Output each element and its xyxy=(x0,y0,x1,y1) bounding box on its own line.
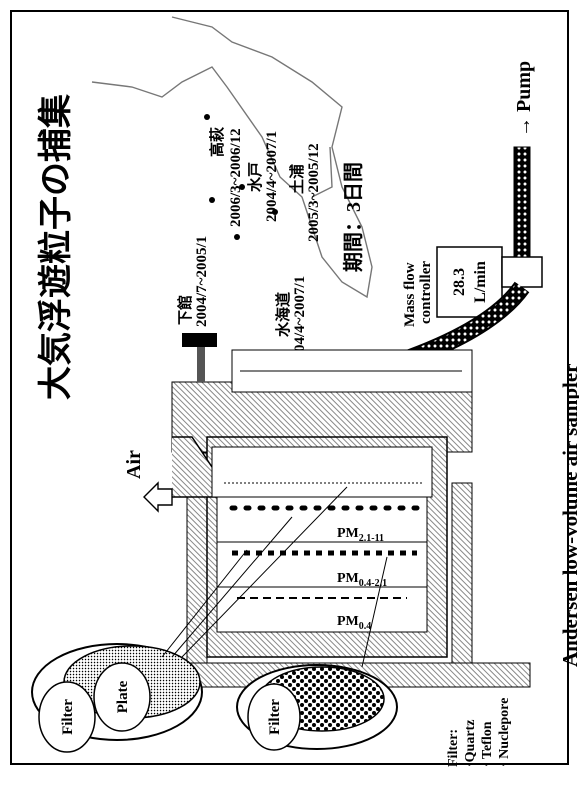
site-name: 高萩 xyxy=(208,127,226,157)
air-arrow-icon xyxy=(143,481,173,513)
site-tsuchiura: 土浦 2005/3~2005/12 xyxy=(288,143,322,242)
flow-unit: L/min xyxy=(472,261,489,303)
stage-body xyxy=(216,541,428,588)
site-marker-mito xyxy=(239,184,245,190)
stage-label: PM2.1-11 xyxy=(337,526,384,544)
filter-heading: Filter: xyxy=(446,729,461,767)
site-period: 2006/3~2006/12 xyxy=(228,128,244,227)
stage-label: PM0.4-2.1 xyxy=(337,571,387,589)
air-sampler-diagram: 大気浮遊粒子の捕集 高萩 2006/3~2006/12 水戸 2004/4~20… xyxy=(31,16,579,767)
stage-4: PM0.4 xyxy=(216,586,428,633)
stage-body xyxy=(211,446,433,498)
site-marker-mitsukaido xyxy=(234,234,240,240)
filter-label: Filter xyxy=(267,699,283,735)
pump-label: → Pump xyxy=(513,61,535,137)
flow-label-line1: Mass flow xyxy=(402,262,418,327)
site-name: 土浦 xyxy=(288,164,306,194)
flow-connector xyxy=(501,256,543,288)
site-shimodate: 下館 2004/7~2005/1 xyxy=(176,236,210,327)
site-takahagi: 高萩 2006/3~2006/12 xyxy=(208,127,244,227)
sampler-label: Andersen low-volume air sampler xyxy=(558,363,579,667)
filter-type-list: Filter: ·Quartz · Teflon · Nuclepore xyxy=(446,698,512,767)
site-name: 下館 xyxy=(176,295,194,325)
rotameter-stem xyxy=(197,347,205,382)
plate-label: Plate xyxy=(115,680,131,713)
stage-label: PM0.4 xyxy=(337,614,371,632)
filter-type-item: ·Quartz xyxy=(463,720,478,767)
site-mito: 水戸 2004/4~2007/1 xyxy=(246,131,280,222)
stage-1 xyxy=(211,446,433,498)
filter-oval xyxy=(38,681,96,753)
site-period: 2005/3~2005/12 xyxy=(306,143,322,242)
site-marker-shimodate xyxy=(209,197,215,203)
stand-column xyxy=(451,482,473,664)
pump-tube xyxy=(513,146,531,258)
figure-frame: 大気浮遊粒子の捕集 高萩 2006/3~2006/12 水戸 2004/4~20… xyxy=(10,10,579,767)
site-period: 2004/4~2007/1 xyxy=(292,276,308,367)
stage-body xyxy=(216,586,428,633)
stage-3: PM0.4-2.1 xyxy=(216,541,428,589)
filter-type-item: · Nuclepore xyxy=(497,698,512,767)
map-outline xyxy=(91,16,373,299)
flow-value: 28.3 xyxy=(451,268,468,296)
filter-label: Filter xyxy=(60,699,76,735)
plate-oval xyxy=(93,662,151,732)
site-period: 2004/7~2005/1 xyxy=(194,236,210,327)
site-marker-takahagi xyxy=(204,114,210,120)
filter-type-item: · Teflon xyxy=(480,721,495,767)
site-mitsukaido: 水海道 2004/4~2007/1 xyxy=(274,276,308,367)
duration-label: 期間：3日間 xyxy=(342,162,365,272)
air-label: Air xyxy=(123,450,145,479)
site-marker-tsuchiura xyxy=(272,209,278,215)
stage-body xyxy=(216,496,428,543)
filter-assembly: Filter xyxy=(236,664,398,751)
site-name: 水戸 xyxy=(246,162,264,192)
page-title: 大気浮遊粒子の捕集 xyxy=(37,94,75,400)
rotameter-knob xyxy=(182,333,217,347)
mass-flow-controller: Mass flow controller 28.3 L/min xyxy=(402,246,503,327)
pointer-lines xyxy=(161,486,388,668)
flow-label-line2: controller xyxy=(418,261,434,324)
filter-plate-assembly: Plate Filter xyxy=(31,643,203,753)
site-name: 水海道 xyxy=(274,292,292,337)
stage-2: PM2.1-11 xyxy=(216,496,428,544)
site-period: 2004/4~2007/1 xyxy=(264,131,280,222)
filter-oval xyxy=(247,683,301,751)
